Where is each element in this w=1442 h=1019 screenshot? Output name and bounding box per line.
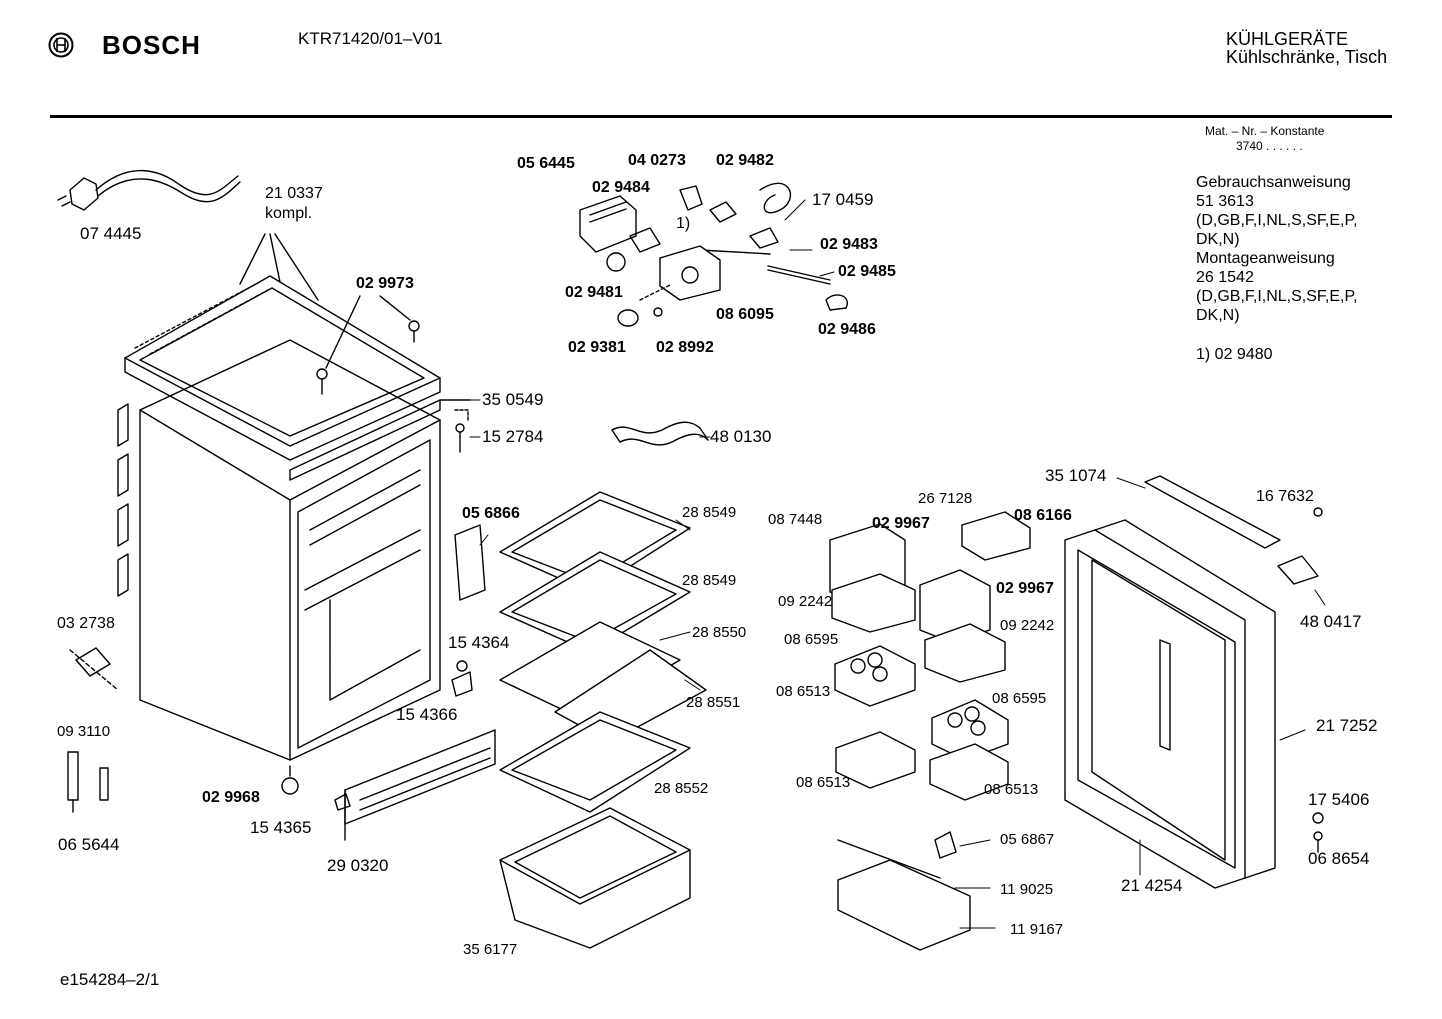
part-label-029483: 02 9483: [820, 236, 878, 253]
part-label-029968: 02 9968: [202, 789, 260, 806]
part-label-290320: 29 0320: [327, 856, 389, 875]
part-label-074445: 07 4445: [80, 224, 142, 243]
part-label-175406: 17 5406: [1308, 790, 1370, 809]
part-label-288549-a: 28 8549: [682, 504, 737, 521]
part-label-288550: 28 8550: [692, 624, 747, 641]
header-rule: [50, 115, 1392, 118]
part-label-068654: 06 8654: [1308, 849, 1370, 868]
part-label-086595-a: 08 6595: [784, 631, 839, 648]
side-line-7: (D,GB,F,I,NL,S,SF,E,P,: [1196, 288, 1358, 305]
part-label-119167: 11 9167: [1010, 921, 1064, 938]
document-reference: e154284–2/1: [60, 970, 160, 989]
part-label-056445: 05 6445: [517, 155, 575, 172]
part-label-029967-a: 02 9967: [872, 515, 930, 532]
part-label-288551: 28 8551: [686, 694, 741, 711]
part-label-214254: 21 4254: [1121, 876, 1183, 895]
seal-strip-drawing: [611, 421, 709, 446]
part-label-267128: 26 7128: [918, 490, 973, 507]
category-line1: KÜHLGERÄTE: [1226, 29, 1349, 49]
part-label-092242-a: 09 2242: [778, 593, 833, 610]
part-label-154366: 15 4366: [396, 705, 458, 724]
part-label-056866: 05 6866: [462, 505, 520, 522]
part-label-288549-b: 28 8549: [682, 572, 737, 589]
part-label-086166: 08 6166: [1014, 507, 1072, 524]
part-label-086513-a: 08 6513: [776, 683, 831, 700]
door-boxes-drawing: [829, 511, 1031, 951]
part-label-029486: 02 9486: [818, 321, 876, 338]
part-label-356177: 35 6177: [463, 941, 518, 958]
part-label-092242-b: 09 2242: [1000, 617, 1055, 634]
part-label-029482: 02 9482: [716, 152, 774, 169]
part-label-086513-b: 08 6513: [796, 774, 851, 791]
part-label-170459: 17 0459: [812, 190, 874, 209]
side-line-3: (D,GB,F,I,NL,S,SF,E,P,: [1196, 212, 1358, 229]
part-label-029484: 02 9484: [592, 179, 650, 196]
side-line-5: Montageanweisung: [1196, 250, 1335, 267]
part-label-480417: 48 0417: [1300, 612, 1362, 631]
side-line-1: Gebrauchsanweisung: [1196, 174, 1351, 191]
part-label-029485: 02 9485: [838, 263, 896, 280]
leader-lines: [469, 199, 1326, 929]
part-label-086513-c: 08 6513: [984, 781, 1039, 798]
mat-nr-title: Mat. – Nr. – Konstante: [1205, 124, 1325, 138]
bosch-logo-icon: [48, 32, 74, 63]
part-label-217252: 21 7252: [1316, 716, 1378, 735]
part-label-087448: 08 7448: [768, 511, 823, 528]
part-label-056867: 05 6867: [1000, 831, 1055, 848]
door-drawing: [1064, 475, 1324, 889]
category-line2: Kühlschränke, Tisch: [1226, 47, 1388, 67]
brand-name: BOSCH: [102, 30, 201, 60]
part-label-152784: 15 2784: [482, 427, 544, 446]
part-label-029973: 02 9973: [356, 275, 414, 292]
part-label-480130: 48 0130: [710, 427, 772, 446]
part-label-028992: 02 8992: [656, 339, 714, 356]
part-label-086595-b: 08 6595: [992, 690, 1047, 707]
model-number: KTR71420/01–V01: [298, 29, 443, 48]
power-cord-drawing: [57, 169, 241, 211]
left-small-parts-drawing: [67, 647, 119, 813]
front-grille-drawing: [281, 729, 496, 841]
part-label-029481: 02 9481: [565, 284, 623, 301]
part-label-210337: 21 0337: [265, 185, 323, 202]
part-label-350549: 35 0549: [482, 390, 544, 409]
side-line-8: DK,N): [1196, 307, 1240, 324]
part-label-kompl: kompl.: [265, 205, 313, 222]
part-label-154364: 15 4364: [448, 633, 510, 652]
part-label-040273: 04 0273: [628, 152, 686, 169]
cover-screws-drawing: [316, 295, 420, 395]
part-label-065644: 06 5644: [58, 835, 120, 854]
mat-nr-value: 3740 . . . . . .: [1236, 139, 1303, 153]
part-label-167632: 16 7632: [1256, 488, 1314, 505]
crisper-drawer-drawing: [499, 807, 691, 949]
footnote-1: 1) 02 9480: [1196, 346, 1273, 363]
side-line-6: 26 1542: [1196, 269, 1254, 286]
part-label-086095: 08 6095: [716, 306, 774, 323]
part-label-029381: 02 9381: [568, 339, 626, 356]
side-line-2: 51 3613: [1196, 193, 1254, 210]
part-label-351074: 35 1074: [1045, 466, 1107, 485]
part-label-093110: 09 3110: [57, 723, 111, 740]
cabinet-drawing: [117, 339, 471, 761]
side-line-4: DK,N): [1196, 231, 1240, 248]
part-label-029967-b: 02 9967: [996, 580, 1054, 597]
part-label-footnote-1: 1): [676, 215, 691, 232]
part-label-119025: 11 9025: [1000, 881, 1054, 898]
top-cover-drawing: [124, 233, 441, 461]
thermostat-parts-drawing: [579, 182, 848, 327]
part-label-288552: 28 8552: [654, 780, 709, 797]
part-label-032738: 03 2738: [57, 615, 115, 632]
part-label-154365: 15 4365: [250, 818, 312, 837]
shelves-drawing: [451, 491, 707, 813]
